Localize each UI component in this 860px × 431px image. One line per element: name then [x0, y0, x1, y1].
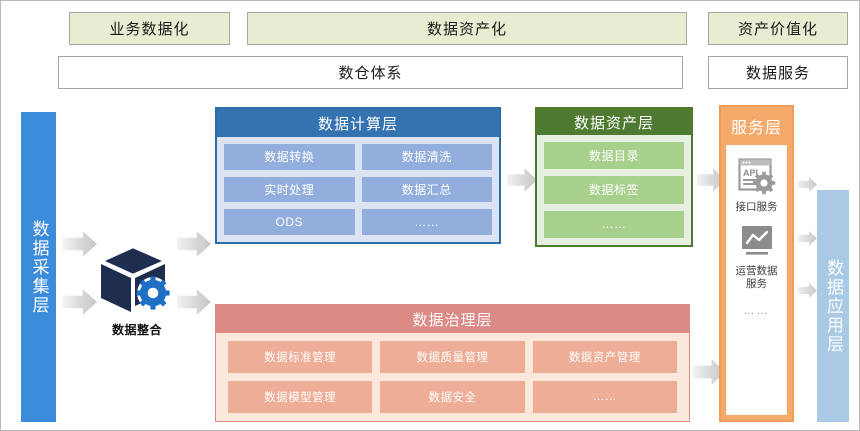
- banner-label: 资产价值化: [737, 21, 818, 38]
- asset-item[interactable]: ……: [544, 210, 684, 238]
- governance-item[interactable]: 数据质量管理: [380, 341, 525, 373]
- service-layer-title: 服务层: [730, 120, 782, 137]
- arrow-service-to-application-3: [798, 283, 817, 298]
- banner-business-digitization: 业务数据化: [69, 12, 230, 45]
- asset-item[interactable]: 数据目录: [544, 142, 684, 170]
- service-more-label: ……: [743, 305, 770, 318]
- left-column-data-collection-layer: 数据采集层: [21, 112, 56, 422]
- panel-governance-layer: 数据治理层 数据标准管理 数据质量管理 数据资产管理 数据模型管理 数据安全 ……: [215, 304, 690, 422]
- arrow-collection-to-integration-bottom: [63, 289, 97, 315]
- governance-item[interactable]: ……: [532, 381, 677, 413]
- governance-item[interactable]: 数据标准管理: [228, 341, 373, 373]
- compute-item[interactable]: ODS: [224, 209, 355, 235]
- banner-data-assetization: 数据资产化: [247, 12, 687, 45]
- banner-label: 数仓体系: [338, 65, 403, 82]
- monitor-chart-icon: [741, 226, 772, 255]
- api-window-icon: API: [737, 158, 775, 195]
- banner-asset-valuation: 资产价值化: [708, 12, 848, 45]
- governance-item[interactable]: 数据资产管理: [532, 341, 677, 373]
- banner-label: 业务数据化: [109, 21, 190, 38]
- arrow-compute-to-asset: [507, 168, 537, 192]
- banner-label: 数据服务: [745, 65, 810, 82]
- banner-label: 数据资产化: [426, 21, 507, 38]
- compute-item[interactable]: 数据清洗: [361, 144, 492, 170]
- svg-text:API: API: [743, 168, 758, 178]
- asset-layer-title: 数据资产层: [537, 109, 691, 135]
- asset-item[interactable]: 数据标签: [544, 176, 684, 204]
- service-layer-items: API: [726, 145, 787, 415]
- compute-item[interactable]: ……: [361, 209, 492, 235]
- arrow-service-to-application-2: [798, 231, 817, 246]
- left-column-label: 数据采集层: [29, 219, 49, 315]
- compute-item[interactable]: 数据转换: [224, 144, 355, 170]
- governance-item[interactable]: 数据安全: [380, 381, 525, 413]
- arrow-integration-to-compute: [177, 231, 211, 257]
- compute-layer-title: 数据计算层: [217, 109, 499, 137]
- compute-item[interactable]: 实时处理: [224, 176, 355, 203]
- panel-asset-layer: 数据资产层 数据目录 数据标签 ……: [535, 107, 693, 247]
- governance-layer-title: 数据治理层: [216, 305, 689, 333]
- arrow-integration-to-governance: [177, 289, 211, 315]
- asset-layer-items: 数据目录 数据标签 ……: [537, 135, 691, 245]
- banner-data-service: 数据服务: [708, 56, 848, 89]
- integration-icon-wrap: [97, 244, 177, 316]
- integration-label-wrap: 数据整合: [87, 321, 187, 338]
- right-column-label: 数据应用层: [824, 258, 844, 354]
- right-column-data-application-layer: 数据应用层: [817, 190, 849, 422]
- service-item-label: 运营数据 服务: [735, 265, 778, 291]
- integration-label: 数据整合: [111, 323, 162, 337]
- panel-service-layer: 服务层 API: [719, 105, 794, 422]
- governance-layer-items: 数据标准管理 数据质量管理 数据资产管理 数据模型管理 数据安全 ……: [216, 333, 689, 421]
- compute-item[interactable]: 数据汇总: [361, 176, 492, 203]
- cube-gear-icon: [99, 245, 170, 312]
- arrow-collection-to-integration-top: [63, 231, 97, 257]
- service-item-label: 接口服务: [735, 201, 778, 213]
- panel-compute-layer: 数据计算层 数据转换 数据清洗 实时处理 数据汇总 ODS ……: [215, 107, 501, 244]
- governance-item[interactable]: 数据模型管理: [228, 381, 373, 413]
- compute-layer-items: 数据转换 数据清洗 实时处理 数据汇总 ODS ……: [217, 137, 499, 242]
- arrow-service-to-application-1: [798, 177, 817, 192]
- banner-warehouse-system: 数仓体系: [58, 56, 683, 89]
